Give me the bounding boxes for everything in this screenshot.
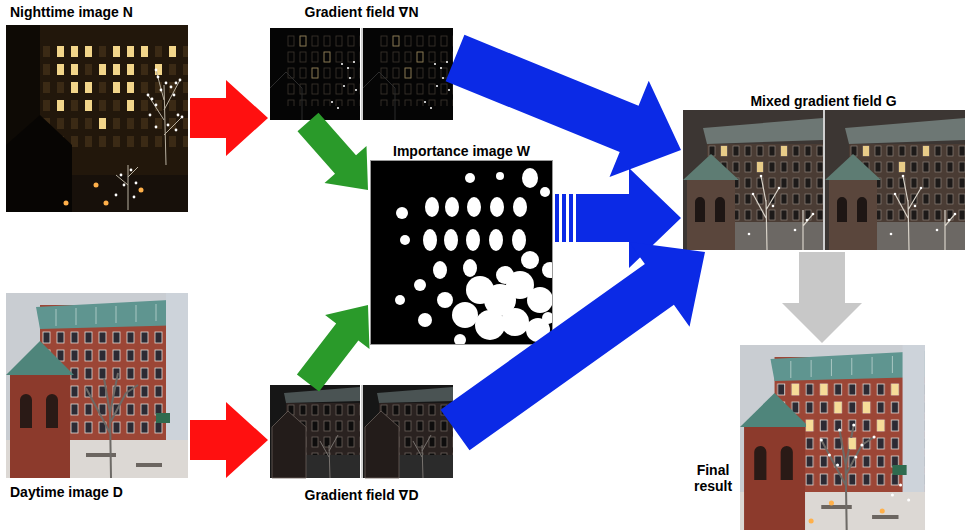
mixed-gradient-tiles (683, 110, 965, 250)
image-panel: Gradient field ∇N (268, 4, 455, 122)
stripe-gap (573, 192, 576, 244)
image-label: Mixed gradient field G (750, 93, 896, 109)
stripe-gap (559, 192, 562, 244)
importance-mask (370, 160, 558, 346)
image-label: Daytime image D (10, 484, 123, 500)
daytime-gradient-tiles (270, 385, 453, 478)
image-label: Nighttime image N (10, 4, 133, 20)
stripe-gap (566, 192, 569, 244)
flow-arrow (190, 402, 268, 478)
image-panel: Nighttime image N (4, 2, 190, 214)
image-panel: Gradient field ∇D (268, 383, 455, 503)
flow-arrow (190, 80, 268, 156)
image-label: Importance image W (393, 143, 530, 159)
daytime-photo (6, 293, 188, 478)
image-label: Gradient field ∇N (305, 4, 419, 20)
flow-arrow (297, 305, 370, 392)
image-label: Final result (690, 462, 736, 494)
image-label: Gradient field ∇D (305, 487, 419, 503)
flow-arrow (441, 242, 706, 450)
flow-arrow (782, 252, 862, 343)
image-panel: Daytime image D (4, 291, 190, 502)
nighttime-gradient-tiles (270, 28, 453, 120)
image-panel: Final result (688, 343, 927, 532)
image-panel: Importance image W (368, 143, 555, 347)
flow-arrow (298, 113, 368, 190)
final-photo (740, 345, 925, 530)
image-panel: Mixed gradient field G (681, 93, 966, 252)
nighttime-photo (6, 25, 188, 212)
